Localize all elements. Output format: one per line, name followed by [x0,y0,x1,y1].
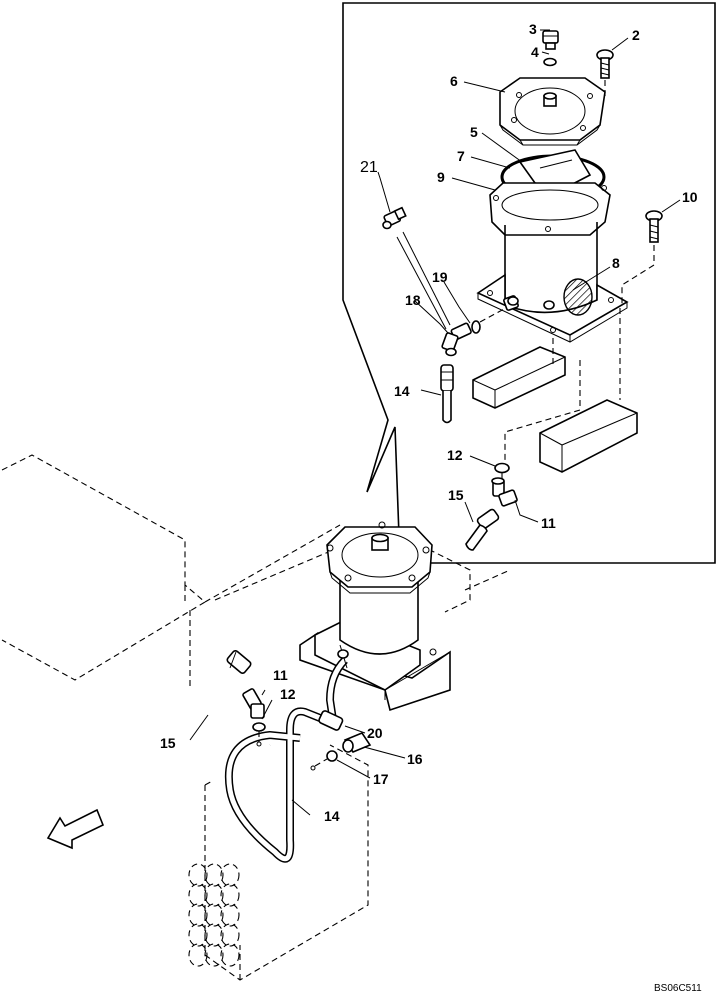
label-17: 17 [373,771,389,787]
filter-element-part-5 [518,149,592,189]
label-9: 9 [437,169,445,185]
label-3: 3 [529,21,537,37]
part-number-labels: 2 3 4 6 5 7 9 21 10 8 19 18 14 12 15 11 … [160,21,698,824]
fitting-part-21 [382,206,407,230]
label-6: 6 [450,73,458,89]
inlet-port [503,295,519,311]
label-15-detail: 15 [448,487,464,503]
oring-part-4 [543,57,557,67]
drawing-code: BS06C511 [654,983,702,994]
label-7: 7 [457,148,465,164]
oring-part-12-detail [494,462,510,474]
label-20: 20 [367,725,383,741]
hose-part-14-main [224,707,327,863]
hydraulic-tank-outline [1,454,511,690]
elbow-fitting-part-18 [441,322,472,357]
housing-flange-part-9 [489,182,611,236]
label-5: 5 [470,124,478,140]
elbow-fitting-part-11-detail [491,477,518,507]
strainer-part-8 [563,278,593,316]
hose-fitting-main [226,649,252,675]
mounting-bracket-lower [539,399,638,473]
bolt-part-10 [645,210,663,243]
detail-filter-assembly [382,30,663,551]
label-14-detail: 14 [394,383,410,399]
mounting-bracket-upper [472,346,566,409]
label-11-detail: 11 [541,515,556,531]
label-14-main: 14 [324,808,340,824]
label-2: 2 [632,27,640,43]
detail-callout-frame [342,2,716,564]
label-4: 4 [531,44,539,60]
label-8: 8 [612,255,620,271]
front-direction-arrow [46,808,105,850]
label-18: 18 [405,292,421,308]
oring-part-17-main [326,750,338,762]
main-filter-assembly [299,521,451,712]
label-12-main: 12 [280,686,296,702]
leader-lines [189,29,681,816]
cover-part-6 [499,77,606,146]
label-19: 19 [432,269,448,285]
fitting-part-16-main [342,732,372,753]
label-12-detail: 12 [447,447,463,463]
label-21: 21 [360,159,378,176]
label-15-main: 15 [160,735,176,751]
bolt-part-3 [542,30,559,50]
label-11-main: 11 [273,667,288,683]
hose-end-part-15-detail [465,508,500,551]
label-16: 16 [407,751,423,767]
bolt-part-2 [596,49,614,79]
hose-end-part-14-detail [440,364,454,424]
label-10: 10 [682,189,698,205]
swivel-fitting-main [318,649,349,731]
elbow-fitting-part-11-main [242,688,265,719]
oring-part-19 [471,320,481,334]
